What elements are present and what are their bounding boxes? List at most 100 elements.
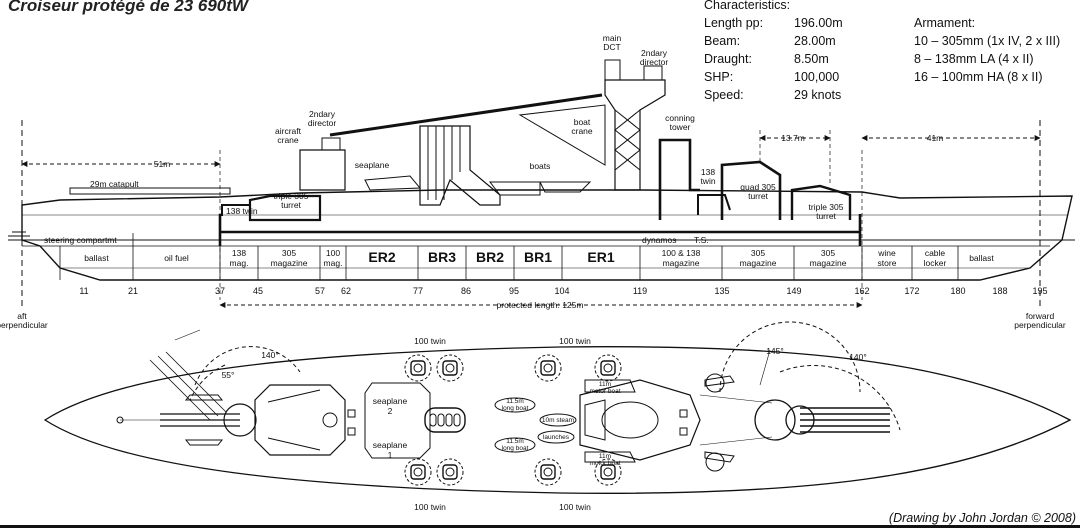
compartment-label: 305 xyxy=(282,248,296,258)
profile-labels: main DCT 2ndary director 2ndary director… xyxy=(0,33,1066,330)
armour-deck xyxy=(218,214,862,246)
arc-140-aft xyxy=(194,346,301,386)
spec-label-speed: Speed: xyxy=(704,88,744,102)
label-ts: T.S. xyxy=(694,235,709,245)
label-boats: boats xyxy=(530,161,551,171)
plan-fwd-138-twin xyxy=(704,375,735,387)
fwd-138-twin xyxy=(697,194,731,215)
label-arc-145-fwd: 145° xyxy=(766,346,784,356)
armament-305: 10 – 305mm (1x IV, 2 x III) xyxy=(914,34,1061,48)
label-boat-crane-1: boat xyxy=(574,117,591,127)
plan-forward-tower xyxy=(601,401,659,439)
boat-crane xyxy=(518,104,606,166)
label-main-dct-2: DCT xyxy=(603,42,620,52)
label-aircraft-crane-2: crane xyxy=(277,135,299,145)
label-launches: launches xyxy=(543,434,570,441)
label-long-boat-bot-a: 11.5m xyxy=(506,438,524,445)
label-fwd-138-twin-1: 138 xyxy=(701,167,715,177)
label-twin-bot-a: 100 twin xyxy=(414,502,446,512)
label-steering: steering compartmt xyxy=(44,235,117,245)
frame-number: 11 xyxy=(79,286,88,296)
label-protected-length: protected length: 125m xyxy=(497,300,584,310)
label-boat-crane-2: crane xyxy=(571,126,593,136)
plan-aft-twin xyxy=(184,439,224,446)
compartment-label: 305 xyxy=(821,248,835,258)
label-aft-triple-1: triple 305 xyxy=(274,191,309,201)
label-arc-140-aft: 140° xyxy=(261,350,279,360)
plan-hull-outline xyxy=(43,346,1072,494)
funnel-aft xyxy=(419,125,501,206)
spec-value-beam: 28.00m xyxy=(794,34,836,48)
frame-number: 180 xyxy=(950,286,965,296)
plan-motor-boat-bottom xyxy=(584,451,636,463)
label-fwd-director-2: director xyxy=(640,57,669,67)
compartment-label: ballast xyxy=(969,253,994,263)
plan-funnel xyxy=(424,407,466,433)
plan-100-twin-mount xyxy=(594,354,622,382)
aft-secondary-director xyxy=(321,137,341,151)
conning-tower xyxy=(658,138,700,220)
plan-100-twin-mounts xyxy=(404,354,622,486)
label-aft-director-2: director xyxy=(308,118,337,128)
label-twin-bot-b: 100 twin xyxy=(559,502,591,512)
compartment-label: 138 xyxy=(232,248,246,258)
label-quad-1: quad 305 xyxy=(740,182,776,192)
label-long-boat-top-a: 11.5m xyxy=(506,398,524,405)
compartment-label: 305 xyxy=(751,248,765,258)
frame-number: 77 xyxy=(413,286,423,296)
seaplane-profile xyxy=(364,175,422,191)
plan-boat-labels: 11.5m long boat 11.5m long boat 10m stea… xyxy=(502,381,621,467)
plan-motor-boat-top xyxy=(584,379,636,393)
plan-100-twin-mount xyxy=(436,458,464,486)
aft-director-tower xyxy=(299,149,346,191)
plan-fwd-138-mount xyxy=(705,452,725,472)
compartment-label: BR1 xyxy=(524,249,552,265)
frame-number: 188 xyxy=(992,286,1007,296)
label-quad-2: turret xyxy=(748,191,768,201)
label-fwd-triple-2: turret xyxy=(816,211,836,221)
label-aft-perp-1: aft xyxy=(17,311,27,321)
label-dim-13-7m: 13.7m xyxy=(781,133,805,143)
frame-number: 195 xyxy=(1032,286,1047,296)
frame-number: 104 xyxy=(554,286,569,296)
plan-100-twin-mount xyxy=(594,458,622,486)
plan-steam-boat xyxy=(539,413,577,427)
profile-view xyxy=(8,59,1075,310)
plan-aft-twin xyxy=(184,394,224,401)
frame-number: 119 xyxy=(633,286,647,296)
label-dim-41m: 41m xyxy=(927,133,944,143)
compartment-label: mag. xyxy=(324,258,343,268)
plan-aft-superstructure xyxy=(254,384,346,456)
label-aft-138-twin: 138 twin xyxy=(226,206,258,216)
label-arc-140-fwd: 140° xyxy=(849,352,867,362)
frame-number: 37 xyxy=(215,286,225,296)
spec-value-speed: 29 knots xyxy=(794,88,842,102)
label-conning-tower-1: conning xyxy=(665,113,695,123)
frame-number: 95 xyxy=(509,286,519,296)
plan-long-boat-top xyxy=(494,397,536,413)
plan-fwd-138-mount xyxy=(705,373,725,393)
label-twin-top-b: 100 twin xyxy=(559,336,591,346)
plan-view xyxy=(43,321,1072,494)
label-seaplane: seaplane xyxy=(355,160,390,170)
spec-label-shp: SHP: xyxy=(704,70,734,84)
label-motor-boat-bot-b: motor boat xyxy=(589,460,620,467)
label-motor-boat-bot-a: 11m xyxy=(599,453,611,460)
compartment-label: 100 xyxy=(326,248,340,258)
label-motor-boat-top-b: motor boat xyxy=(589,388,620,395)
label-seaplane-1-b: 1 xyxy=(388,450,393,460)
fwd-triple-305-turret xyxy=(790,184,852,220)
label-aircraft-crane-1: aircraft xyxy=(275,126,302,136)
frame-number: 135 xyxy=(714,286,729,296)
compartment-label: ballast xyxy=(84,253,109,263)
catapult xyxy=(69,187,231,195)
plan-stern-fitting xyxy=(116,416,124,424)
frame-number: 21 xyxy=(128,286,138,296)
compartment-label: ER2 xyxy=(368,249,395,265)
plan-labels: 100 twin 100 twin 100 twin 100 twin 140°… xyxy=(222,336,867,512)
label-conning-tower-2: tower xyxy=(670,122,691,132)
